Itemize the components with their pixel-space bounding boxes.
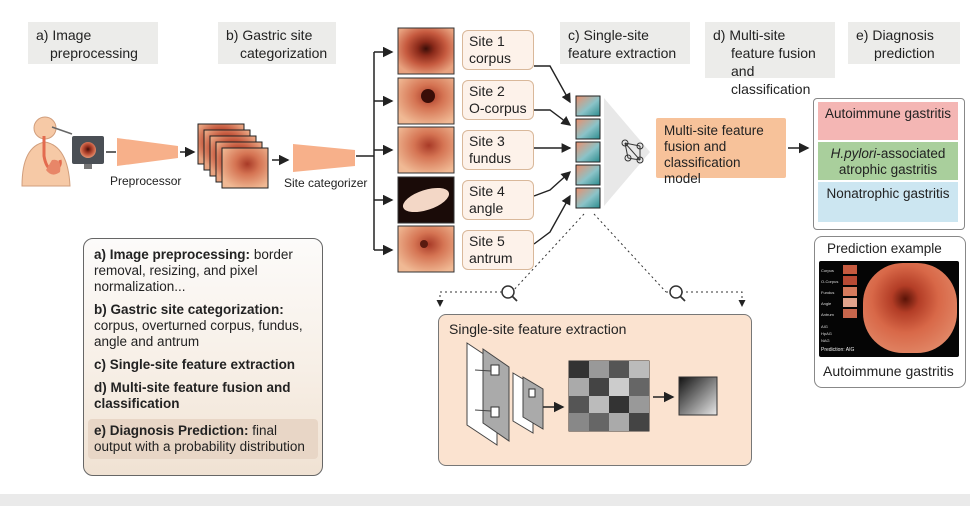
legend-item-c: c) Single-site feature extraction <box>94 357 312 373</box>
step-d-line3: and classification <box>731 63 811 97</box>
site1-image <box>397 27 455 75</box>
site-label-3: Site 3 fundus <box>462 130 534 170</box>
diagnosis-hpylori-italic: H.pylori <box>830 146 877 161</box>
site-5-name: antrum <box>469 250 513 266</box>
mini-score-aig: AIG <box>821 324 828 329</box>
prediction-example-title: Prediction example <box>827 241 942 256</box>
legend-item-e: e) Diagnosis Prediction: final output wi… <box>88 419 318 459</box>
prediction-endoscopy-image <box>863 263 957 353</box>
step-c-line2: feature extraction <box>568 45 677 61</box>
site-2-name: O-corpus <box>469 100 527 116</box>
prediction-mini-result: Prediction: AIG <box>821 347 855 353</box>
preprocessor-shape <box>117 138 178 166</box>
legend-item-b: b) Gastric site categorization: corpus, … <box>94 302 312 350</box>
preprocessor-caption: Preprocessor <box>110 174 182 188</box>
diagnosis-hpylori-rest: -associated atrophic gastritis <box>838 146 946 177</box>
mini-label-fundus: Fundus <box>821 290 835 295</box>
step-a-line2: preprocessing <box>50 45 138 61</box>
step-d-line2: feature fusion <box>731 45 816 61</box>
site-5-number: Site 5 <box>469 233 505 249</box>
site-categorizer-shape <box>293 144 355 172</box>
step-c-line1: c) Single-site <box>568 27 649 43</box>
prediction-mini-thumbs <box>843 265 857 318</box>
step-b-header: b) Gastric site categorization <box>218 22 336 64</box>
legend-c-head: c) Single-site feature extraction <box>94 357 296 372</box>
mini-label-antrum: Antrum <box>821 312 834 317</box>
magnifier-icon-right <box>669 285 686 302</box>
step-b-line2: categorization <box>240 45 328 61</box>
legend-e-head: e) Diagnosis Prediction: <box>94 423 249 438</box>
site-4-name: angle <box>469 200 504 216</box>
legend-d-head: d) Multi-site feature fusion and classif… <box>94 380 291 411</box>
site3-image <box>397 126 455 174</box>
legend-item-a: a) Image preprocessing: border removal, … <box>94 247 312 295</box>
site-2-number: Site 2 <box>469 83 505 99</box>
site-3-number: Site 3 <box>469 133 505 149</box>
legend-a-text: border removal, resizing, and pixel norm… <box>94 247 293 294</box>
legend-item-d: d) Multi-site feature fusion and classif… <box>94 380 312 412</box>
site-1-name: corpus <box>469 50 512 66</box>
step-e-line2: prediction <box>874 45 935 61</box>
cnn-diagram <box>466 342 718 446</box>
mini-label-ocorpus: O-Corpus <box>821 279 839 284</box>
site-label-2: Site 2 O-corpus <box>462 80 534 120</box>
mini-label-corpus: Corpus <box>821 268 834 273</box>
fusion-model-box: Multi-site feature fusion and classifica… <box>656 118 786 186</box>
prediction-example-panel: Prediction example Corpus O-Corpus Fundu… <box>814 236 966 388</box>
legend-b-head: b) Gastric site categorization: <box>94 302 284 317</box>
feature-stack <box>575 95 601 209</box>
legend-b-text: corpus, overturned corpus, fundus, angle… <box>94 318 303 349</box>
feature-vector-square <box>678 376 718 416</box>
mini-score-nag: NAG <box>821 338 830 343</box>
mini-label-angle: Angle <box>821 301 832 306</box>
network-icon <box>621 139 644 164</box>
prediction-mini-labels: Corpus O-Corpus Fundus Angle Antrum <box>821 265 838 320</box>
diagnosis-hpylori: H.pylori-associated atrophic gastritis <box>818 142 958 180</box>
site5-image <box>397 225 455 273</box>
site-4-number: Site 4 <box>469 183 505 199</box>
step-a-line1: a) Image <box>36 27 92 43</box>
prediction-mini-scores: AIG HpAG NAG <box>821 323 832 344</box>
feature-map-grid <box>568 360 650 432</box>
step-e-header: e) Diagnosis prediction <box>848 22 960 64</box>
mini-score-hpag: HpAG <box>821 331 832 336</box>
prediction-result: Autoimmune gastritis <box>823 363 954 379</box>
legend-e-text: final output with a probability distribu… <box>94 423 305 454</box>
legend-a-head: a) Image preprocessing: <box>94 247 251 262</box>
site-label-4: Site 4 angle <box>462 180 534 220</box>
prediction-screen: Corpus O-Corpus Fundus Angle Antrum AIG … <box>819 261 959 357</box>
patient-icon <box>21 116 73 187</box>
site-1-number: Site 1 <box>469 33 505 49</box>
magnifier-icon-left <box>501 285 518 302</box>
site-3-name: fundus <box>469 150 512 166</box>
site-label-1: Site 1 corpus <box>462 30 534 70</box>
single-site-detail-title: Single-site feature extraction <box>449 321 627 337</box>
step-a-header: a) Image preprocessing <box>28 22 158 64</box>
step-e-line1: e) Diagnosis <box>856 27 934 43</box>
step-d-line1: d) Multi-site <box>713 27 786 43</box>
site-categorizer-caption: Site categorizer <box>284 176 368 190</box>
step-c-header: c) Single-site feature extraction <box>560 22 690 64</box>
step-b-line1: b) Gastric site <box>226 27 313 43</box>
monitor-icon <box>72 136 104 169</box>
site-label-5: Site 5 antrum <box>462 230 534 270</box>
diagnosis-nonatrophic: Nonatrophic gastritis <box>818 182 958 222</box>
single-site-detail-panel: Single-site feature extraction <box>438 314 752 466</box>
bottom-band <box>0 494 970 506</box>
image-stack <box>197 123 269 189</box>
diagnosis-autoimmune: Autoimmune gastritis <box>818 102 958 140</box>
step-d-header: d) Multi-site feature fusion and classif… <box>705 22 835 97</box>
legend-box: a) Image preprocessing: border removal, … <box>83 238 323 476</box>
